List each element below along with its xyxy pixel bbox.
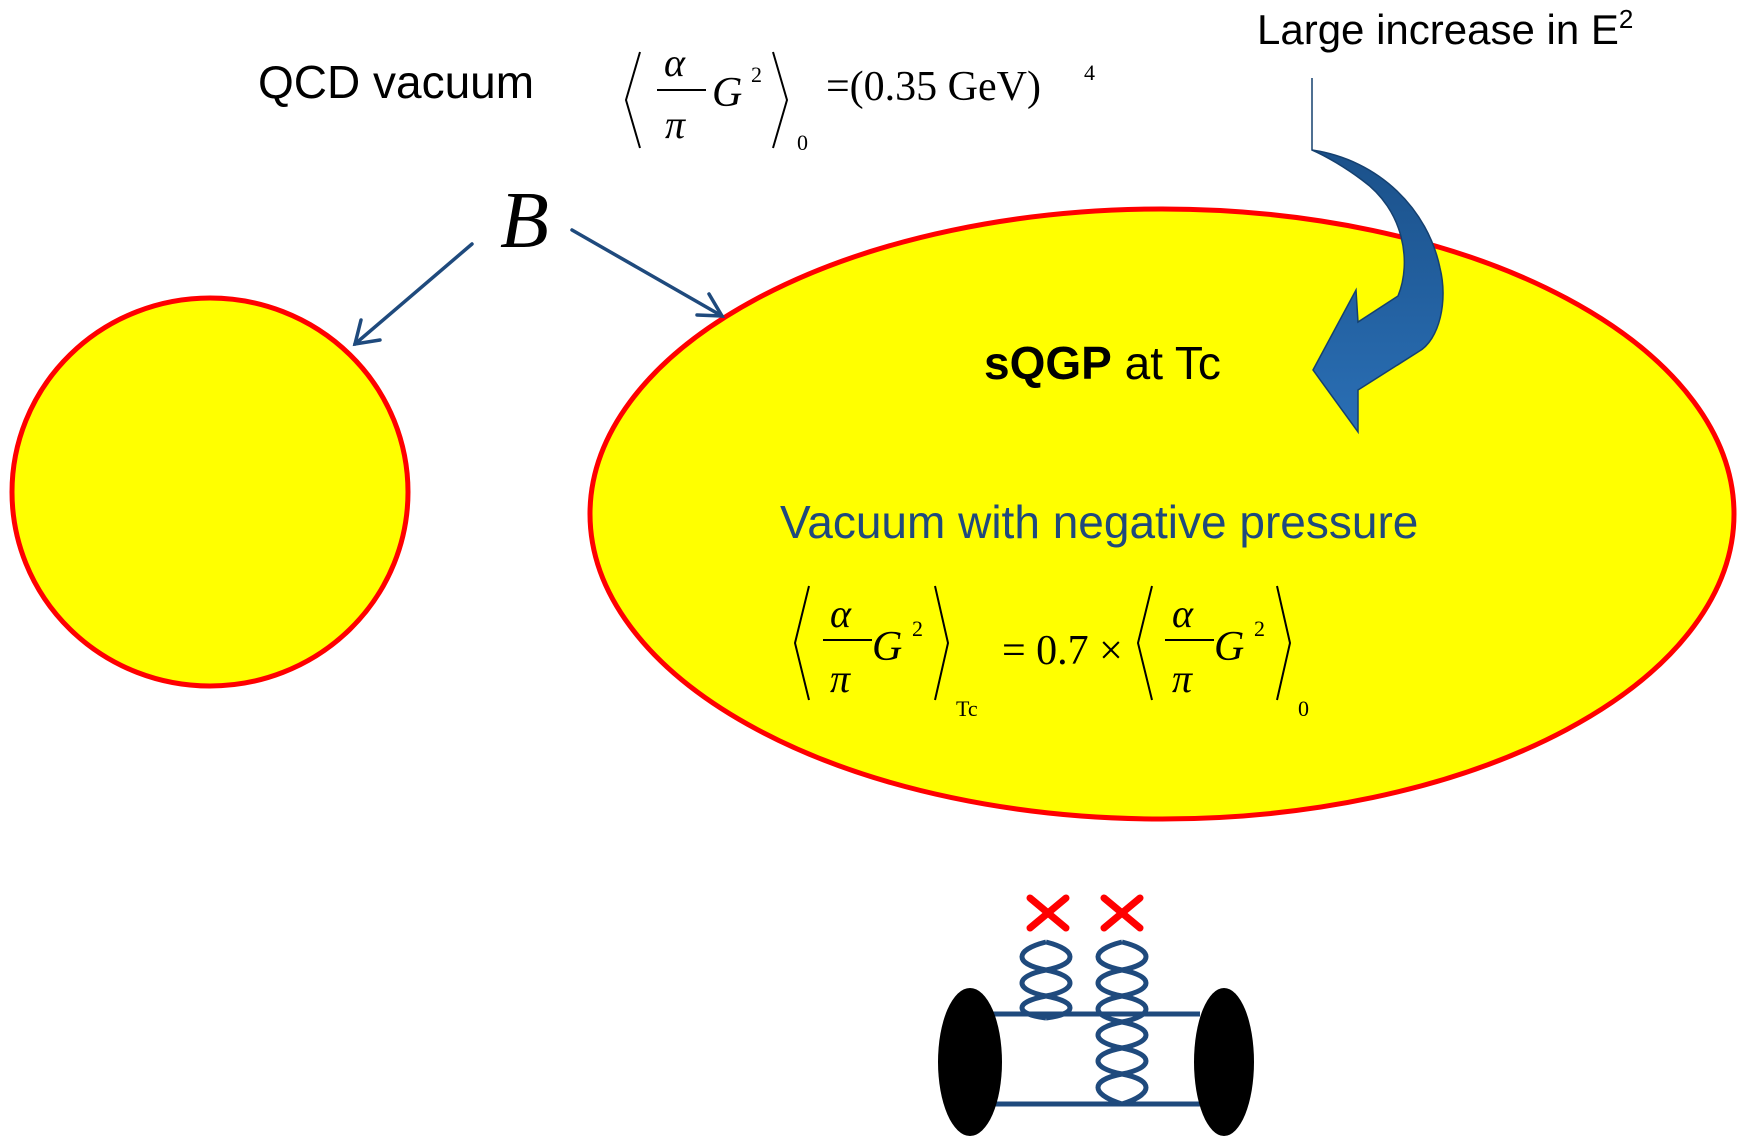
formula-g-exponent: 2 [751,62,762,87]
formula-vacuum-condensate: α π G 2 0 =(0.35 GeV) 4 [624,40,1095,155]
formula-subscript-tc: Tc [956,696,978,721]
qcd-vacuum-label: QCD vacuum [258,56,534,108]
curved-arrow-icon [1311,78,1444,435]
formula-pi: π [1172,656,1193,701]
red-x-icon [1100,894,1144,932]
formula-rhs-exponent: 4 [1084,60,1095,85]
b-arrow-right [570,228,726,318]
formula-sqgp-condensate: α π G 2 Tc = 0.7 × α π G 2 0 [793,585,1309,721]
large-increase-text: Large increase in E [1257,6,1619,53]
large-increase-label: Large increase in E2 [1257,4,1633,53]
formula-alpha: α [830,591,852,636]
gluon-right-coil [1095,939,1149,1107]
gluon-left-coil [1019,939,1073,1021]
sqgp-label: sQGP at Tc [984,337,1221,389]
sqgp-rest: at Tc [1112,337,1221,389]
formula-g: G [712,70,742,116]
formula-alpha: α [1172,591,1194,636]
hadron-left [938,988,1002,1136]
formula-pi: π [830,656,851,701]
formula-rhs: =(0.35 GeV) [826,64,1041,110]
hadron-right [1194,988,1254,1136]
vacuum-negative-pressure-label: Vacuum with negative pressure [780,496,1418,548]
formula-g: G [872,624,902,670]
large-increase-superscript: 2 [1619,4,1633,34]
formula-subscript-zero: 0 [1298,696,1309,721]
formula-g: G [1214,624,1244,670]
formula-g-exponent: 2 [912,616,923,641]
left-angle-bracket [793,585,810,701]
formula-alpha: α [664,40,686,85]
formula-equals: = 0.7 × [1002,628,1123,674]
formula-g-exponent: 2 [1254,616,1265,641]
feynman-diagram [938,894,1254,1136]
right-angle-bracket [772,51,789,149]
small-vacuum-bubble [9,295,411,689]
left-angle-bracket [624,51,641,149]
large-sqgp-bubble [587,206,1737,822]
formula-pi: π [665,102,686,147]
right-angle-bracket [934,585,950,701]
right-angle-bracket [1276,585,1292,701]
left-angle-bracket [1136,585,1153,701]
formula-subscript: 0 [797,130,808,155]
b-arrow-left [352,242,474,347]
red-x-icon [1026,894,1070,932]
sqgp-bold: sQGP [984,337,1112,389]
bag-constant-b: B [500,177,549,265]
